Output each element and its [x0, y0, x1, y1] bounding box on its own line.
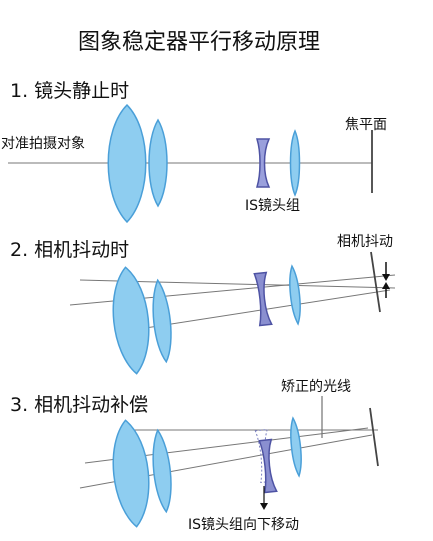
subject-label: 对准拍摄对象	[1, 136, 85, 152]
section-static: 1. 镜头静止时 对准拍摄对象 焦平面 IS镜头组	[1, 80, 387, 224]
rear-lens	[289, 264, 301, 326]
arrow-head-icon	[382, 282, 390, 289]
section-shake: 2. 相机抖动时 相机抖动	[10, 234, 396, 375]
focal-plane-line	[369, 407, 379, 467]
rear-lens	[289, 129, 301, 197]
diagram-title: 图象稳定器平行移动原理	[78, 30, 320, 55]
section-3-heading: 3. 相机抖动补偿	[10, 394, 148, 416]
front-lens	[112, 419, 150, 528]
corrected-rays-label: 矫正的光线	[281, 379, 351, 395]
rear-lens	[290, 416, 302, 478]
is-lens	[258, 438, 278, 494]
is-shift-label: IS镜头组向下移动	[188, 517, 299, 533]
is-lens	[255, 138, 271, 188]
section-compensate: 3. 相机抖动补偿 矫正的光线 IS镜头组向下移动	[10, 379, 379, 533]
is-group-label: IS镜头组	[245, 198, 300, 214]
front-lens	[107, 103, 147, 224]
focal-plane-label: 焦平面	[345, 117, 387, 133]
arrow-down-icon	[260, 503, 268, 510]
second-lens	[152, 278, 172, 364]
second-lens	[152, 428, 172, 514]
arrow-head-icon	[382, 274, 390, 281]
front-lens	[112, 266, 150, 375]
section-1-heading: 1. 镜头静止时	[10, 80, 129, 102]
is-lens	[253, 271, 273, 327]
second-lens	[148, 118, 168, 208]
shake-label: 相机抖动	[337, 234, 393, 250]
section-2-heading: 2. 相机抖动时	[10, 239, 129, 261]
focal-plane-line	[370, 251, 381, 313]
